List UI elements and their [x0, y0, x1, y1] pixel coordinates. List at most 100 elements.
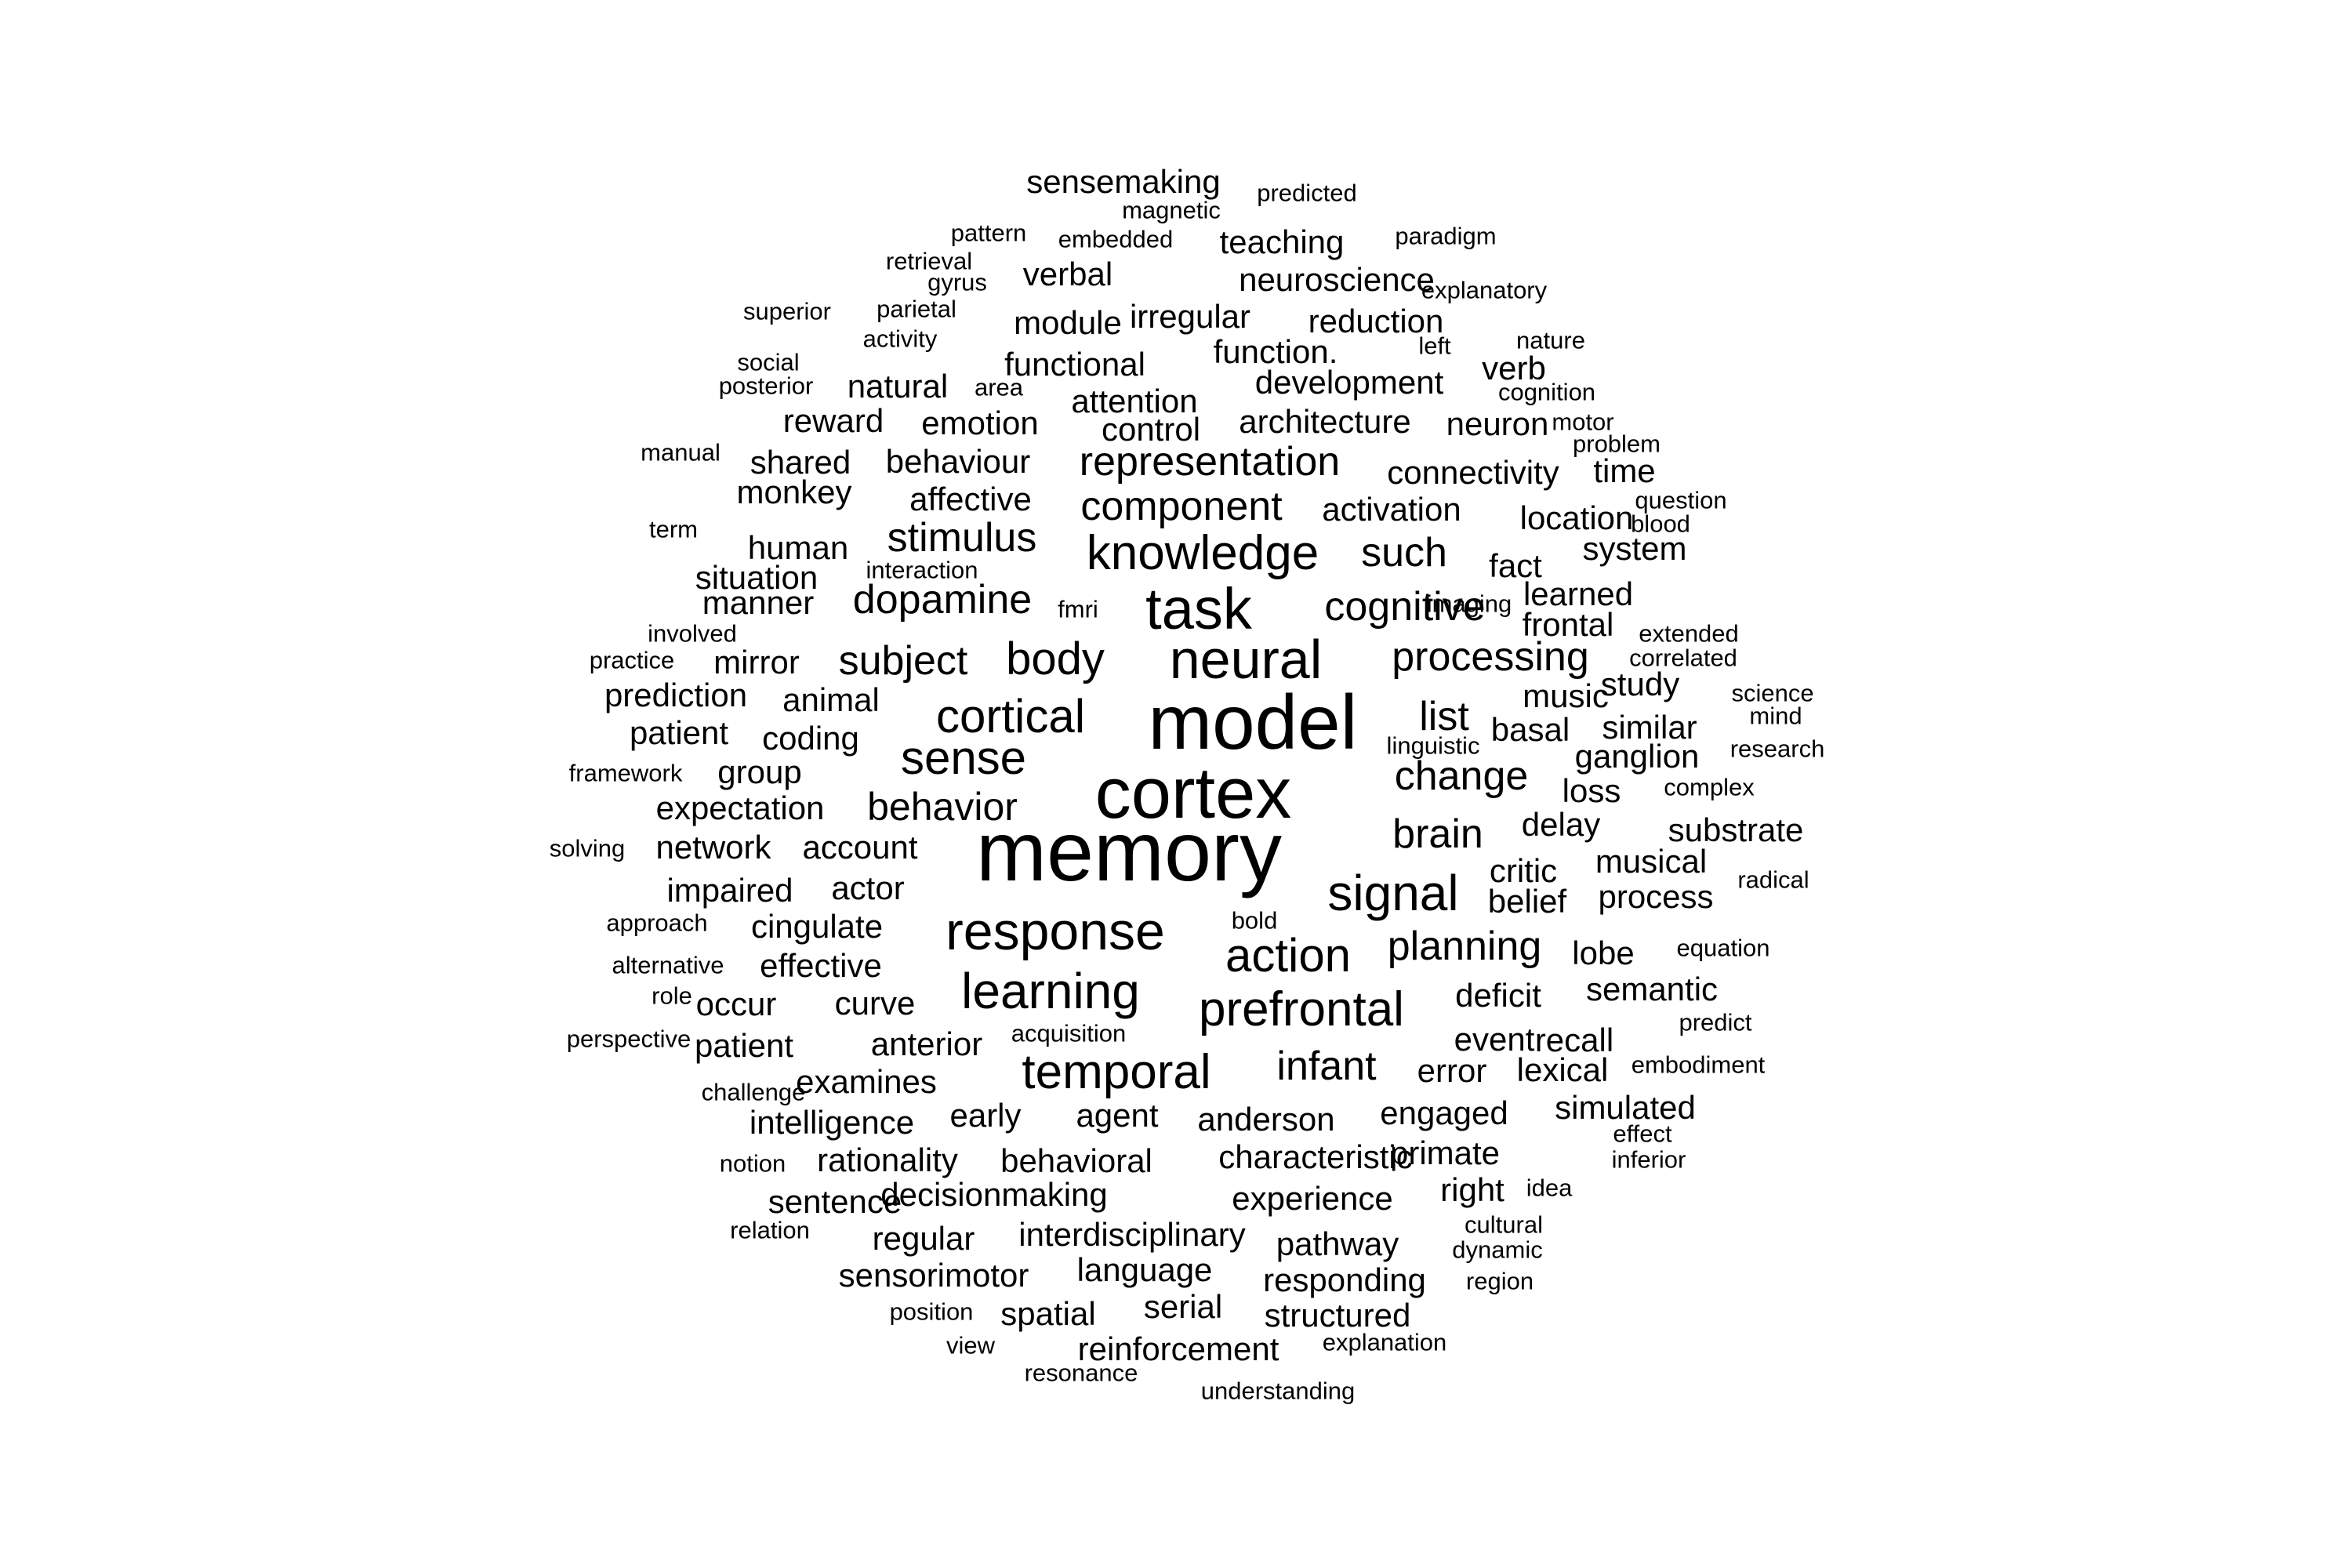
word-occur: occur — [695, 985, 777, 1022]
word-module: module — [1014, 304, 1122, 341]
word-superior: superior — [743, 297, 831, 325]
word-similar: similar — [1602, 709, 1697, 746]
word-blood: blood — [1631, 510, 1690, 538]
word-deficit: deficit — [1455, 977, 1541, 1014]
word-memory: memory — [975, 804, 1283, 898]
word-development: development — [1254, 364, 1444, 401]
word-paradigm: paradigm — [1395, 222, 1497, 250]
word-mind: mind — [1749, 702, 1802, 730]
word-term: term — [649, 515, 698, 543]
word-neuron: neuron — [1446, 405, 1549, 442]
word-substrate: substrate — [1668, 811, 1804, 848]
word-complex: complex — [1664, 773, 1755, 801]
word-animal: animal — [782, 681, 880, 718]
word-affective: affective — [909, 481, 1032, 517]
word-framework: framework — [568, 759, 683, 787]
word-verbal: verbal — [1022, 256, 1113, 292]
word-learning: learning — [961, 963, 1140, 1019]
word-situation: situation — [695, 559, 818, 596]
word-serial: serial — [1143, 1288, 1223, 1325]
word-pattern: pattern — [950, 219, 1027, 247]
word-examines: examines — [796, 1063, 937, 1100]
word-group: group — [717, 753, 802, 790]
word-rationality: rationality — [817, 1142, 958, 1178]
word-problem: problem — [1573, 430, 1661, 458]
word-error: error — [1417, 1052, 1487, 1089]
word-embodiment: embodiment — [1631, 1051, 1766, 1079]
word-planning: planning — [1387, 924, 1542, 969]
word-behavioral: behavioral — [1000, 1142, 1152, 1179]
word-reduction: reduction — [1308, 303, 1444, 339]
word-temporal: temporal — [1022, 1045, 1211, 1099]
word-imaging: imaging — [1426, 590, 1512, 618]
word-reward: reward — [782, 402, 884, 439]
word-notion: notion — [719, 1149, 786, 1178]
word-lobe: lobe — [1572, 935, 1635, 971]
word-dopamine: dopamine — [852, 577, 1033, 622]
word-equation: equation — [1676, 934, 1770, 962]
word-sense: sense — [900, 731, 1027, 784]
word-change: change — [1394, 753, 1529, 799]
word-architecture: architecture — [1239, 403, 1411, 440]
word-regular: regular — [872, 1220, 975, 1257]
word-pathway: pathway — [1276, 1225, 1399, 1262]
word-posterior: posterior — [718, 372, 814, 400]
word-natural: natural — [847, 368, 949, 405]
word-attention: attention — [1071, 383, 1198, 419]
word-engaged: engaged — [1380, 1094, 1508, 1131]
word-region: region — [1465, 1267, 1534, 1295]
word-neuroscience: neuroscience — [1239, 261, 1435, 298]
word-knowledge: knowledge — [1086, 526, 1319, 580]
word-spatial: spatial — [1000, 1295, 1096, 1332]
word-cultural: cultural — [1465, 1210, 1543, 1239]
word-teaching: teaching — [1219, 223, 1345, 260]
word-agent: agent — [1076, 1097, 1159, 1134]
word-patient: patient — [629, 714, 729, 751]
word-control: control — [1101, 411, 1201, 448]
word-decisionmaking: decisionmaking — [880, 1176, 1108, 1213]
word-delay: delay — [1521, 806, 1601, 843]
word-musical: musical — [1595, 843, 1708, 880]
word-research: research — [1730, 735, 1825, 763]
word-process: process — [1598, 878, 1714, 915]
word-representation: representation — [1079, 439, 1341, 485]
word-interaction: interaction — [866, 556, 978, 584]
word-gyrus: gyrus — [927, 268, 987, 296]
word-acquisition: acquisition — [1011, 1019, 1127, 1047]
word-impaired: impaired — [666, 872, 793, 909]
word-perspective: perspective — [566, 1025, 691, 1053]
word-monkey: monkey — [736, 474, 852, 510]
word-role: role — [652, 982, 692, 1010]
word-social: social — [737, 348, 800, 376]
word-parietal: parietal — [877, 295, 956, 323]
word-time: time — [1593, 452, 1656, 489]
word-simulated: simulated — [1555, 1089, 1696, 1126]
word-emotion: emotion — [921, 405, 1039, 441]
word-irregular: irregular — [1129, 298, 1251, 335]
word-cortical: cortical — [935, 690, 1086, 742]
word-function: function. — [1213, 333, 1338, 370]
word-brain: brain — [1392, 811, 1483, 857]
word-subject: subject — [838, 638, 968, 684]
word-cortex: cortex — [1094, 753, 1292, 833]
word-prediction: prediction — [604, 677, 748, 713]
word-structured: structured — [1264, 1297, 1411, 1334]
word-system: system — [1582, 530, 1687, 567]
word-behaviour: behaviour — [885, 443, 1031, 480]
word-shared: shared — [750, 444, 851, 481]
word-recall: recall — [1534, 1022, 1614, 1058]
word-mirror: mirror — [713, 644, 800, 681]
word-activation: activation — [1322, 491, 1461, 528]
word-effect: effect — [1613, 1120, 1672, 1148]
word-cognition: cognition — [1497, 378, 1596, 406]
word-curve: curve — [834, 985, 916, 1022]
word-critic: critic — [1489, 852, 1558, 889]
word-involved: involved — [648, 619, 737, 648]
word-ganglion: ganglion — [1574, 738, 1700, 775]
word-stimulus: stimulus — [887, 515, 1037, 561]
word-human: human — [747, 529, 849, 566]
word-fact: fact — [1489, 547, 1542, 584]
word-correlated: correlated — [1629, 644, 1737, 672]
word-relation: relation — [730, 1216, 810, 1244]
